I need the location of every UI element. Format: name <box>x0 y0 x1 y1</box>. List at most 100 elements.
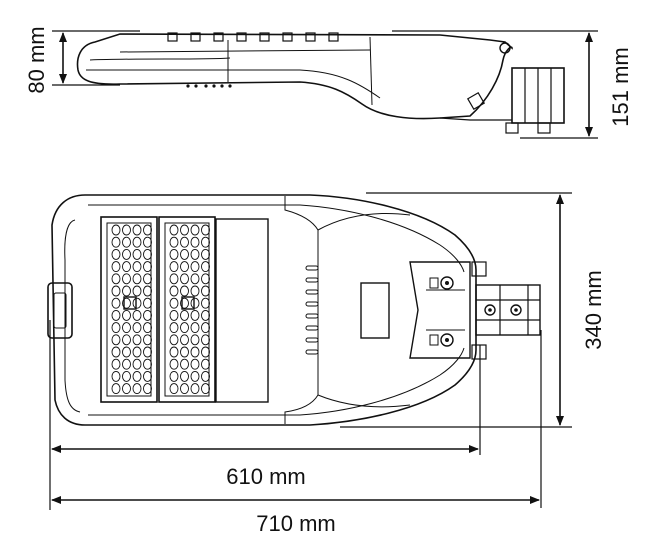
led-lens <box>180 261 189 273</box>
led-lens <box>201 358 210 370</box>
led-lens <box>143 297 152 309</box>
led-lens <box>190 236 200 248</box>
led-lens <box>201 322 210 334</box>
led-lens <box>190 248 200 260</box>
led-module-2 <box>158 216 216 403</box>
led-lens <box>111 273 121 285</box>
side-view-body <box>76 33 513 120</box>
led-lens <box>111 334 121 346</box>
led-module-1 <box>100 216 158 403</box>
led-lens <box>180 273 189 285</box>
led-lens <box>111 370 121 382</box>
led-lens <box>143 261 152 273</box>
led-lens <box>111 383 121 395</box>
led-lens <box>132 224 142 236</box>
led-lens <box>132 285 142 297</box>
led-lens <box>169 358 179 370</box>
led-lens <box>111 358 121 370</box>
led-lens <box>180 358 189 370</box>
led-lens <box>111 224 121 236</box>
led-lens <box>180 248 189 260</box>
led-lens <box>190 358 200 370</box>
led-lens <box>169 248 179 260</box>
dimension-label-151: 151 mm <box>608 47 633 126</box>
led-lens <box>201 309 210 321</box>
led-lens <box>111 236 121 248</box>
led-lens <box>111 309 121 321</box>
led-lens <box>180 297 189 309</box>
led-lens <box>201 224 210 236</box>
led-lens <box>132 370 142 382</box>
side-view-bracket <box>439 67 565 134</box>
led-lens <box>169 261 179 273</box>
led-lens <box>122 297 131 309</box>
led-lens <box>169 297 179 309</box>
led-lens <box>132 297 142 309</box>
led-lens <box>143 309 152 321</box>
led-lens <box>201 248 210 260</box>
led-lens <box>111 346 121 358</box>
led-lens <box>122 358 131 370</box>
dimension-label-80: 80 mm <box>24 26 49 93</box>
led-lens <box>169 334 179 346</box>
led-lens <box>132 383 142 395</box>
side-view-fins <box>167 32 339 42</box>
led-lens <box>122 383 131 395</box>
led-lens <box>180 383 189 395</box>
led-lens <box>143 248 152 260</box>
led-lens <box>201 285 210 297</box>
led-lens <box>122 346 131 358</box>
led-lens <box>143 346 152 358</box>
led-lens <box>180 236 189 248</box>
led-lens <box>190 309 200 321</box>
led-lens <box>169 273 179 285</box>
dimension-height-side: 80 mm <box>24 26 140 94</box>
label-plate <box>360 282 390 339</box>
top-view-body <box>51 194 477 426</box>
led-lens <box>201 370 210 382</box>
led-lens <box>169 383 179 395</box>
led-lens <box>169 346 179 358</box>
led-lens <box>201 297 210 309</box>
led-lens <box>190 261 200 273</box>
driver-cover <box>215 218 269 403</box>
led-lens <box>132 309 142 321</box>
side-view <box>76 32 565 134</box>
led-lens <box>180 334 189 346</box>
led-lens <box>190 273 200 285</box>
led-lens <box>143 285 152 297</box>
led-lens <box>132 261 142 273</box>
dimension-length-total: 710 mm <box>51 330 542 536</box>
led-lens <box>132 334 142 346</box>
led-lens <box>143 224 152 236</box>
led-lens <box>201 383 210 395</box>
led-lens <box>169 309 179 321</box>
led-lens <box>169 236 179 248</box>
led-lens <box>122 322 131 334</box>
vent-slots <box>305 265 319 355</box>
led-lens <box>143 322 152 334</box>
led-lens <box>132 322 142 334</box>
led-lens <box>169 285 179 297</box>
led-lens <box>122 273 131 285</box>
led-lens <box>180 322 189 334</box>
led-lens <box>169 224 179 236</box>
dimension-width: 340 mm <box>340 192 606 428</box>
led-lens <box>180 370 189 382</box>
led-lens <box>143 370 152 382</box>
dimension-label-710: 710 mm <box>256 511 335 536</box>
led-lens <box>180 346 189 358</box>
dimension-length-body: 610 mm <box>49 320 481 510</box>
led-lens <box>122 370 131 382</box>
led-lens <box>132 248 142 260</box>
led-lens <box>180 224 189 236</box>
led-lens <box>169 370 179 382</box>
led-lens <box>190 322 200 334</box>
led-lens <box>132 346 142 358</box>
led-lens <box>111 285 121 297</box>
end-cap-clip <box>47 282 73 339</box>
led-lens <box>180 285 189 297</box>
led-lens <box>190 346 200 358</box>
led-lens <box>201 273 210 285</box>
